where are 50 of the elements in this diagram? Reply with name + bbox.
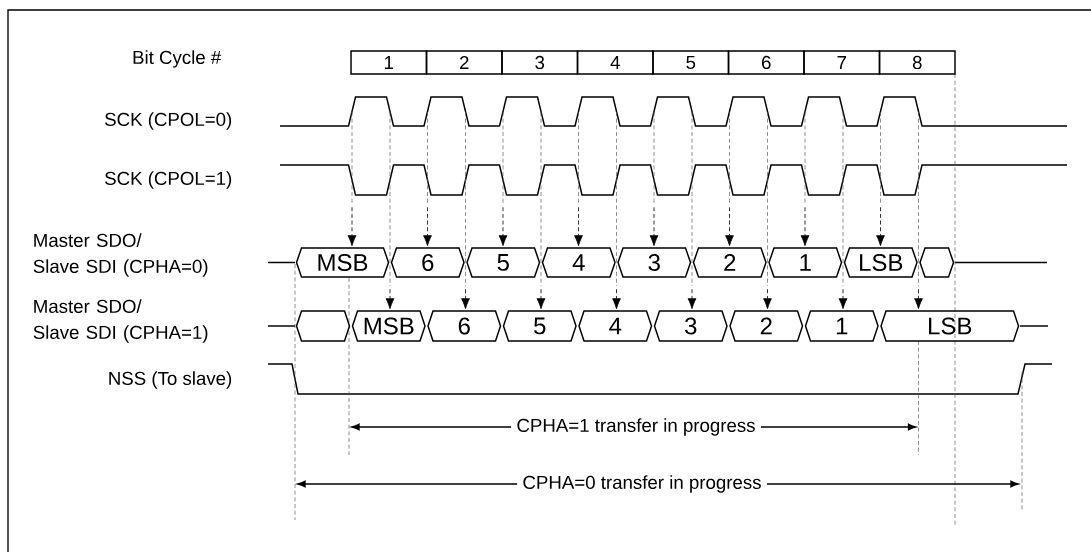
sampling-arrow	[838, 288, 848, 310]
bit-cycle-cell: 1	[350, 50, 428, 75]
data-cell: 5	[466, 247, 541, 278]
signal-label: Master SDO/ Slave SDI (CPHA=0)	[33, 233, 208, 277]
data-cell	[919, 247, 955, 278]
sampling-arrow	[498, 206, 508, 247]
sampling-arrow	[461, 288, 470, 310]
signal-label: NSS (To slave)	[109, 371, 232, 389]
sampling-arrow	[612, 288, 621, 310]
data-cell: MSB	[351, 310, 426, 342]
sampling-arrow	[574, 206, 583, 247]
sampling-arrow	[536, 288, 546, 310]
data-cell: 3	[617, 247, 692, 278]
signal-label: Bit Cycle #	[133, 50, 222, 68]
sampling-arrow	[385, 288, 395, 310]
sampling-arrow	[800, 206, 810, 247]
data-cell: LSB	[880, 310, 1020, 342]
bit-cycle-cell: 7	[803, 50, 881, 75]
sampling-arrow	[763, 288, 772, 310]
data-cell: LSB	[843, 247, 918, 278]
sampling-arrow	[914, 288, 923, 310]
data-cell: 2	[692, 247, 767, 278]
data-cell: 1	[804, 310, 879, 342]
dimension-label: CPHA=0 transfer in progress	[517, 473, 767, 494]
data-cell: 4	[578, 310, 653, 342]
data-cell: 1	[768, 247, 843, 278]
bit-cycle-cell: 3	[501, 50, 579, 75]
signal-label: SCK (CPOL=0)	[105, 112, 232, 130]
data-cell	[295, 310, 351, 342]
dimension-label: CPHA=1 transfer in progress	[511, 416, 761, 437]
data-cell: 4	[541, 247, 616, 278]
bit-cycle-cell: 8	[878, 50, 956, 75]
data-cell: 5	[502, 310, 577, 342]
bit-cycle-cell: 6	[727, 50, 805, 75]
bit-cycle-cell: 5	[652, 50, 730, 75]
sampling-arrow	[687, 288, 697, 310]
sampling-arrow	[649, 206, 659, 247]
sampling-arrow	[423, 206, 432, 247]
bit-cycle-cell: 2	[425, 50, 503, 75]
sampling-arrow	[347, 206, 357, 247]
data-cell: 3	[653, 310, 728, 342]
signal-label: Master SDO/ Slave SDI (CPHA=1)	[33, 299, 208, 343]
data-cell: 2	[729, 310, 804, 342]
data-cell: 6	[390, 247, 465, 278]
data-cell: MSB	[295, 247, 390, 278]
data-cell: 6	[427, 310, 502, 342]
sampling-arrow	[876, 206, 885, 247]
sampling-arrow	[725, 206, 734, 247]
bit-cycle-cell: 4	[576, 50, 654, 75]
signal-label: SCK (CPOL=1)	[105, 171, 232, 189]
